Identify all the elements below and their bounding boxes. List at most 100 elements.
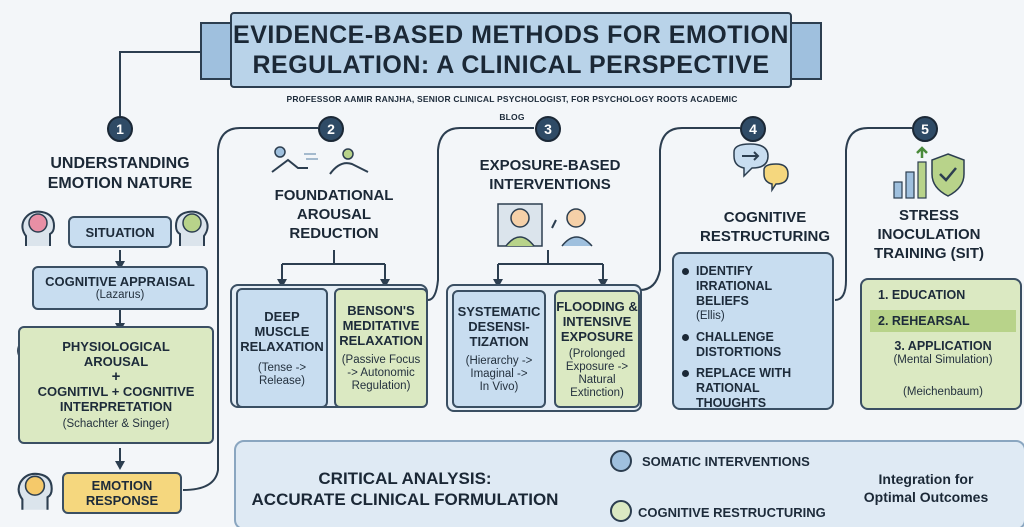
relaxing-figures-icon	[271, 146, 369, 175]
situation-box: SITUATION	[68, 216, 172, 248]
section-2-heading-line1: FOUNDATIONAL	[274, 187, 394, 204]
fe-sub3: Natural	[578, 373, 616, 386]
sd-sub2: Imaginal ->	[470, 368, 528, 380]
brain-head-icon	[21, 210, 56, 246]
section-5-heading: STRESS INOCULATION TRAINING (SIT)	[854, 206, 1004, 263]
cr-b2-line1: CHALLENGE	[696, 330, 774, 344]
sd-line2: DESENSI-	[468, 319, 530, 334]
cr-b3-line3: THOUGHTS	[696, 396, 767, 410]
cognitive-circle-icon	[610, 500, 632, 522]
fe-sub1: (Prolonged	[568, 347, 626, 360]
sit-step-3-label: 3. APPLICATION	[894, 339, 992, 353]
arousal-line2: AROUSAL	[83, 354, 149, 369]
section-4-heading: COGNITIVE RESTRUCTURING	[680, 208, 850, 246]
subtitle: PROFESSOR AAMIR RANJHA, SENIOR CLINICAL …	[282, 90, 742, 122]
section-2-number: 2	[318, 116, 344, 142]
arousal-line1: PHYSIOLOGICAL	[62, 339, 170, 354]
bmr-line3: RELAXATION	[339, 333, 423, 348]
exposure-figures-icon	[497, 203, 593, 247]
integration-outcome: Integration for Optimal Outcomes	[852, 470, 1000, 506]
fe-sub2: Exposure ->	[565, 360, 629, 373]
cr-bullet-1: IDENTIFY IRRATIONAL BELIEFS (Ellis)	[682, 264, 824, 324]
section-2-heading-line2: AROUSAL	[296, 206, 372, 223]
cr-b3-line2: RATIONAL	[696, 381, 760, 395]
section-3-heading-line2: INTERVENTIONS	[489, 176, 611, 193]
cr-b1-line1: IDENTIFY	[696, 264, 753, 278]
section-1-heading-line1: UNDERSTANDING	[50, 155, 190, 172]
cr-bullet-2: CHALLENGE DISTORTIONS	[682, 330, 824, 360]
outcome-line2: Optimal Outcomes	[863, 489, 989, 505]
sit-step-3: 3. APPLICATION (Mental Simulation)	[870, 338, 1016, 367]
section-1-heading: UNDERSTANDING EMOTION NATURE	[20, 154, 220, 194]
cognitive-restructuring-panel: IDENTIFY IRRATIONAL BELIEFS (Ellis) CHAL…	[672, 252, 834, 410]
response-line1: EMOTION	[91, 478, 153, 493]
section-5-number: 5	[912, 116, 938, 142]
dmr-sub1: (Tense ->	[257, 361, 307, 374]
flooding-exposure-box: FLOODING & INTENSIVE EXPOSURE (Prolonged…	[554, 290, 640, 408]
brain-head-icon-3	[17, 472, 53, 510]
critical-analysis-heading: CRITICAL ANALYSIS: ACCURATE CLINICAL FOR…	[240, 468, 570, 510]
section-3-heading: EXPOSURE-BASED INTERVENTIONS	[460, 156, 640, 194]
dmr-line3: RELAXATION	[240, 338, 324, 354]
sit-ref: (Meichenbaum)	[903, 386, 983, 398]
section-3-number: 3	[535, 116, 561, 142]
cr-bullet-list: IDENTIFY IRRATIONAL BELIEFS (Ellis) CHAL…	[682, 264, 824, 411]
section-2-heading: FOUNDATIONAL AROUSAL REDUCTION	[254, 186, 414, 243]
systematic-desensitization-box: SYSTEMATIC DESENSI- TIZATION (Hierarchy …	[452, 290, 546, 408]
fe-line3: EXPOSURE	[560, 328, 634, 344]
analysis-line2: ACCURATE CLINICAL FORMULATION	[251, 490, 559, 509]
section-3-heading-line1: EXPOSURE-BASED	[479, 157, 621, 174]
section-5-heading-line2: INOCULATION	[877, 226, 981, 243]
fe-line2: INTENSIVE	[562, 313, 632, 329]
section-1-number: 1	[107, 116, 133, 142]
section-1-heading-line2: EMOTION NATURE	[47, 175, 193, 192]
bmr-sub2: -> Autonomic	[347, 367, 415, 379]
somatic-circle-icon	[610, 450, 632, 472]
sit-step-3-sub: (Mental Simulation)	[893, 354, 993, 366]
section-4-heading-line1: COGNITIVE	[723, 209, 807, 226]
growth-shield-icon	[893, 146, 965, 199]
section-5-heading-line3: TRAINING (SIT)	[874, 245, 984, 262]
cognitive-restructuring-label: COGNITIVE RESTRUCTURING	[638, 505, 826, 520]
thought-bubble-icon	[733, 143, 789, 193]
bmr-sub3: Regulation)	[351, 380, 411, 392]
sit-step-1: 1. EDUCATION	[878, 288, 966, 302]
interp-line1: COGNITIVL + COGNITIVE	[37, 384, 195, 399]
arousal-interpretation-box: PHYSIOLOGICAL AROUSAL + COGNITIVL + COGN…	[18, 326, 214, 444]
title-line-1: EVIDENCE-BASED METHODS FOR EMOTION	[233, 21, 789, 49]
response-line2: RESPONSE	[85, 493, 159, 508]
interp-line2: INTERPRETATION	[59, 399, 173, 414]
section-4-heading-line2: RESTRUCTURING	[700, 228, 830, 245]
deep-muscle-relaxation-box: DEEP MUSCLE RELAXATION (Tense -> Release…	[236, 288, 328, 408]
appraisal-ref: (Lazarus)	[95, 289, 145, 301]
outcome-line1: Integration for	[878, 471, 974, 487]
dmr-line1: DEEP	[264, 308, 300, 324]
cr-b1-line2: IRRATIONAL BELIEFS	[696, 279, 772, 308]
sd-line1: SYSTEMATIC	[457, 304, 541, 319]
dmr-sub2: Release)	[258, 374, 306, 387]
situation-label: SITUATION	[85, 224, 155, 240]
plus-sign: +	[111, 368, 121, 385]
section-5-heading-line1: STRESS	[898, 207, 959, 224]
section-2-heading-line3: REDUCTION	[289, 225, 379, 242]
section-4-number: 4	[740, 116, 766, 142]
fe-sub4: Extinction)	[570, 386, 624, 399]
emotion-response-box: EMOTION RESPONSE	[62, 472, 182, 514]
sd-line3: TIZATION	[469, 334, 529, 349]
appraisal-label: COGNITIVE APPRAISAL	[45, 274, 195, 289]
fe-line1: FLOODING &	[556, 298, 638, 314]
sit-panel: 1. EDUCATION 2. REHEARSAL 3. APPLICATION…	[860, 278, 1022, 410]
title-line-2: REGULATION: A CLINICAL PERSPECTIVE	[252, 51, 770, 79]
cr-bullet-3: REPLACE WITH RATIONAL THOUGHTS	[682, 366, 824, 411]
interp-ref: (Schachter & Singer)	[62, 418, 170, 430]
bensons-meditative-relaxation-box: BENSON'S MEDITATIVE RELAXATION (Passive …	[334, 288, 428, 408]
cr-b2-line2: DISTORTIONS	[696, 345, 782, 359]
cr-b3-line1: REPLACE WITH	[696, 366, 792, 380]
cr-b1-ref: (Ellis)	[696, 310, 725, 322]
bmr-line1: BENSON'S	[347, 303, 415, 318]
green-brain-head-icon	[174, 210, 209, 246]
cognitive-appraisal-box: COGNITIVE APPRAISAL (Lazarus)	[32, 266, 208, 310]
title-banner: EVIDENCE-BASED METHODS FOR EMOTION REGUL…	[230, 12, 792, 88]
somatic-interventions-label: SOMATIC INTERVENTIONS	[642, 454, 810, 469]
sd-sub1: (Hierarchy ->	[465, 355, 533, 367]
